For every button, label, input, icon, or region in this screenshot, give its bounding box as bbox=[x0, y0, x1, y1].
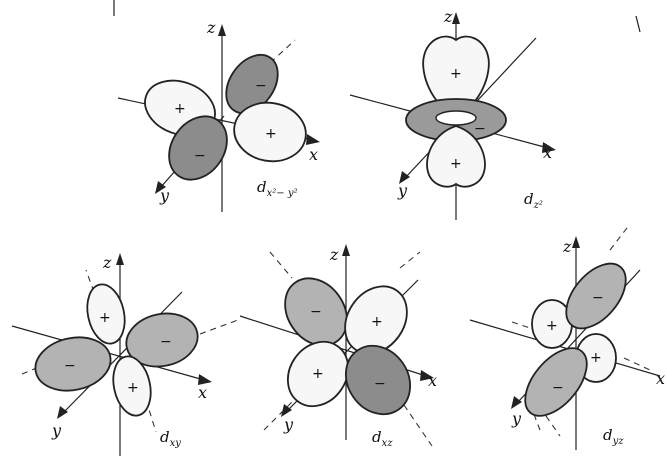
lobe-minus-top-left bbox=[284, 277, 348, 347]
orbital-label-dz2: dz² bbox=[524, 190, 543, 211]
lobe-minus-bottom-right bbox=[345, 344, 411, 416]
orbital-dx2-y2: + − + − z x y dx²− y² bbox=[117, 18, 320, 212]
axis-label-z: z bbox=[562, 237, 572, 256]
lobe-plus-bottom bbox=[426, 125, 486, 188]
sign-minus: − bbox=[552, 380, 564, 396]
axis-label-x: x bbox=[543, 143, 552, 162]
orbital-label-dx2-y2: dx²− y² bbox=[257, 178, 297, 199]
axis-label-x: x bbox=[428, 371, 437, 390]
axis-label-y: y bbox=[283, 415, 294, 434]
sign-plus: + bbox=[99, 310, 111, 326]
sign-minus: − bbox=[160, 334, 172, 350]
lobe-minus-front bbox=[168, 115, 228, 181]
sign-minus: − bbox=[255, 78, 267, 94]
sign-plus: + bbox=[450, 156, 462, 172]
axis-label-z: z bbox=[443, 7, 453, 26]
sign-minus: − bbox=[194, 148, 206, 164]
lobe-minus-back bbox=[225, 54, 279, 114]
page-edge-mark bbox=[635, 15, 641, 33]
lobe-plus-back bbox=[86, 283, 126, 345]
sign-plus: + bbox=[546, 318, 558, 334]
lobe-plus-top bbox=[422, 35, 490, 117]
axis-label-x: x bbox=[198, 383, 207, 402]
sign-minus: − bbox=[474, 121, 486, 137]
axis-label-x: x bbox=[656, 369, 665, 388]
sign-minus: − bbox=[592, 290, 604, 306]
sign-minus: − bbox=[374, 376, 386, 392]
axis-label-y: y bbox=[51, 421, 62, 440]
lobe-minus-top bbox=[565, 262, 627, 330]
orbital-dxz: − + + − z x y dxz bbox=[239, 244, 437, 449]
sign-plus: + bbox=[312, 366, 324, 382]
lobe-minus-left bbox=[34, 336, 112, 392]
lobe-minus-right bbox=[125, 312, 199, 368]
axis-label-z: z bbox=[102, 253, 112, 272]
sign-plus: + bbox=[371, 314, 383, 330]
lobe-plus-right bbox=[233, 101, 307, 163]
sign-plus: + bbox=[265, 126, 277, 142]
orbital-dyz: + − + − z x y dyz bbox=[469, 223, 665, 450]
lobe-plus-top-right bbox=[344, 285, 408, 355]
lobe-plus-front bbox=[112, 355, 152, 417]
sign-plus: + bbox=[450, 66, 462, 82]
sign-minus: − bbox=[310, 304, 322, 320]
sign-plus: + bbox=[127, 380, 139, 396]
torus-hole bbox=[435, 110, 477, 126]
axis-label-y: y bbox=[159, 186, 170, 205]
orbital-label-dyz: dyz bbox=[603, 426, 624, 447]
lobe-minus-bottom bbox=[524, 347, 588, 417]
orbital-dxy: + − − + z x y dxy bbox=[11, 253, 239, 456]
axis-label-y: y bbox=[511, 409, 522, 428]
axis-label-z: z bbox=[329, 245, 339, 264]
orbital-label-dxz: dxz bbox=[372, 428, 393, 449]
lobe-plus-bottom-left bbox=[286, 340, 350, 408]
axis-label-z: z bbox=[206, 18, 216, 37]
sign-minus: − bbox=[64, 358, 76, 374]
sign-plus: + bbox=[590, 350, 602, 366]
sign-plus: + bbox=[174, 101, 186, 117]
axis-label-x: x bbox=[309, 145, 318, 164]
orbital-dz2: + − + z x y dz² bbox=[349, 7, 556, 220]
axis-label-y: y bbox=[397, 181, 408, 200]
orbital-label-dxy: dxy bbox=[160, 428, 181, 449]
